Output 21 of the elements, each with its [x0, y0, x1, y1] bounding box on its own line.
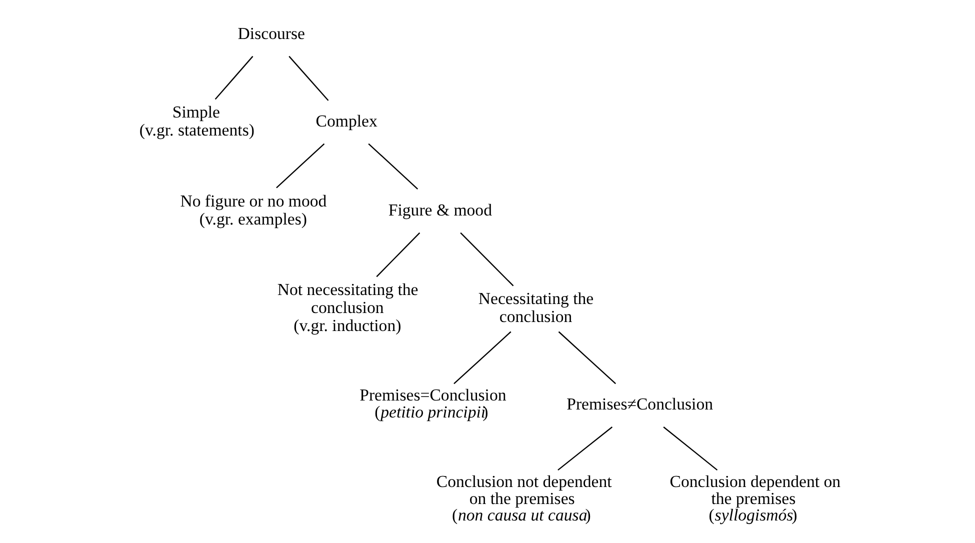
connector [288, 56, 328, 101]
node-text: Discourse [237, 24, 304, 43]
node-text: No figure or no mood (v.gr. examples) [180, 191, 326, 228]
node-text: Premises≠Conclusion [566, 394, 712, 414]
connector [662, 426, 718, 470]
node-text: Simple (v.gr. statements) [138, 102, 254, 140]
node-text: Not necessitating the conclusion (v.gr. induction) [276, 280, 418, 336]
connector [376, 232, 420, 278]
node-text: Complex [315, 112, 377, 131]
connector [558, 331, 616, 384]
node-text: Premises=Conclusion (petitio principii) [359, 386, 506, 422]
connector [557, 426, 612, 471]
connector [460, 232, 514, 286]
node-text: Conclusion not dependent on the premises (non causa ut causa) [436, 472, 612, 525]
node-text: Figure & mood [388, 200, 492, 220]
node-text: Conclusion dependent on the premises (syllogismós) [669, 472, 840, 525]
connector [214, 56, 253, 100]
connector [276, 143, 324, 188]
node-text: Necessitating the conclusion [478, 289, 594, 326]
connector [368, 143, 418, 190]
connector [453, 331, 511, 384]
